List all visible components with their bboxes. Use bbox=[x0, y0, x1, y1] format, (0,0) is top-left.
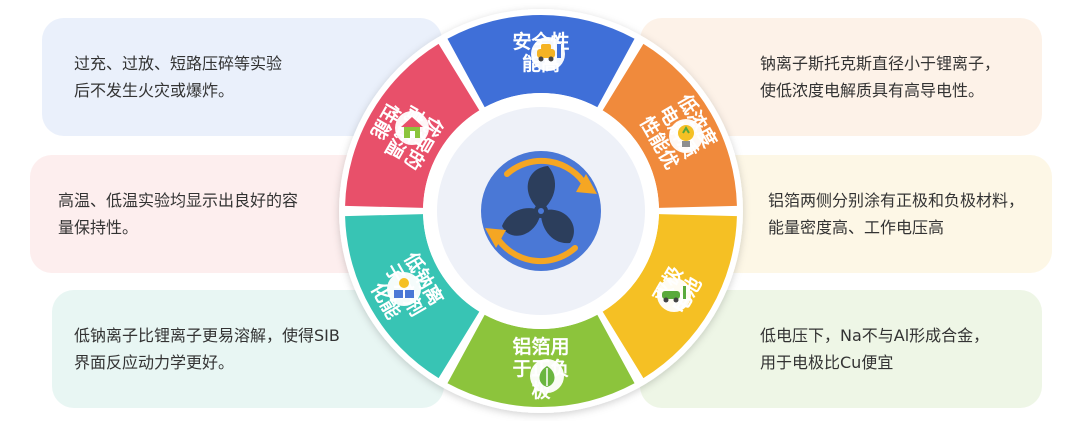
card-aluminum-foil: 低电压下，Na不与Al形成合金， 用于电极比Cu便宜 bbox=[640, 290, 1042, 408]
segment-label-line: 铝箔用 bbox=[512, 335, 569, 358]
card-text: 高温、低温实验均显示出良好的容 量保持性。 bbox=[58, 187, 298, 241]
rotation-arrows-icon bbox=[485, 157, 597, 265]
segment-icons bbox=[387, 37, 703, 393]
card-safety: 过充、过放、短路压碎等实验 后不发生火灾或爆炸。 bbox=[42, 18, 442, 136]
card-text: 过充、过放、短路压碎等实验 后不发生火灾或爆炸。 bbox=[74, 50, 282, 104]
card-line: 低电压下，Na不与Al形成合金， bbox=[760, 326, 990, 345]
card-line: 钠离子斯托克斯直径小于锂离子， bbox=[760, 54, 1001, 73]
electric-car-icon bbox=[657, 278, 691, 312]
card-text: 钠离子斯托克斯直径小于锂离子， 使低浓度电解质具有高导电性。 bbox=[760, 50, 1000, 104]
card-text: 低电压下，Na不与Al形成合金， 用于电极比Cu便宜 bbox=[760, 322, 989, 376]
fan-icon bbox=[502, 166, 574, 244]
card-line: 使低浓度电解质具有高导电性。 bbox=[760, 81, 985, 100]
car-charging-icon bbox=[531, 37, 565, 71]
card-low-concentration: 钠离子斯托克斯直径小于锂离子， 使低浓度电解质具有高导电性。 bbox=[640, 18, 1042, 136]
card-line: 能量密度高、工作电压高 bbox=[768, 218, 945, 237]
card-line: 后不发生火灾或爆炸。 bbox=[74, 81, 235, 100]
card-line: 低钠离子比锂离子更易溶解，使得SIB bbox=[74, 326, 340, 345]
card-line: 铝箔两侧分别涂有正极和负极材料， bbox=[768, 191, 1025, 210]
segment-low-concentration bbox=[602, 43, 737, 208]
card-line: 用于电极比Cu便宜 bbox=[760, 353, 894, 372]
card-text: 铝箔两侧分别涂有正极和负极材料， 能量密度高、工作电压高 bbox=[768, 187, 1024, 241]
house-icon bbox=[395, 111, 429, 145]
card-text: 低钠离子比锂离子更易溶解，使得SIB 界面反应动力学更好。 bbox=[74, 322, 340, 376]
card-line: 界面反应动力学更好。 bbox=[74, 353, 235, 372]
lightbulb-icon bbox=[669, 119, 703, 153]
card-line: 过充、过放、短路压碎等实验 bbox=[74, 54, 283, 73]
leaf-icon bbox=[530, 359, 564, 393]
card-line: 高温、低温实验均显示出良好的容 bbox=[58, 191, 299, 210]
card-line: 量保持性。 bbox=[58, 218, 139, 237]
solar-panel-icon bbox=[387, 272, 421, 306]
